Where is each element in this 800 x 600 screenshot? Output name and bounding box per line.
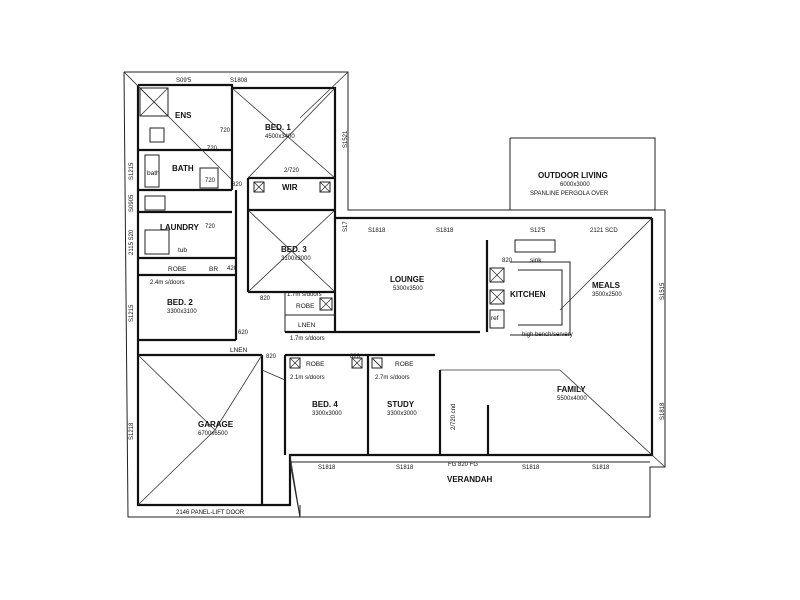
door-420: 420: [227, 266, 238, 272]
room-meals-size: 3500x2500: [592, 292, 622, 298]
door-820-b: 820: [260, 296, 271, 302]
room-study-size: 3300x3000: [387, 411, 417, 417]
note-study-robe: 2.7m s/doors: [375, 375, 410, 381]
door-820-d: 820: [350, 354, 361, 360]
note-bed4-robe: 2.1m s/doors: [290, 375, 325, 381]
outer-walls: [123, 71, 666, 518]
fixture-labels: ROBE BR 420 ROBE LNEN LNEN ROBE ROBE sin…: [147, 170, 573, 516]
room-bed2-size: 3300x3100: [167, 309, 197, 315]
window-front4: S1818: [592, 465, 610, 471]
door-720-c: 720: [205, 178, 216, 184]
room-lounge-name: LOUNGE: [390, 275, 425, 284]
window-lounge1: S1818: [368, 228, 386, 234]
room-bed3-name: BED. 3: [281, 245, 307, 254]
window-bed1-right: S1521: [343, 130, 349, 148]
window-left5: S1218: [129, 422, 135, 440]
room-bed4-name: BED. 4: [312, 400, 338, 409]
room-bed1-name: BED. 1: [265, 123, 291, 132]
room-laundry-name: LAUNDRY: [160, 223, 199, 232]
window-top1: S09'5: [176, 78, 192, 84]
fixtures: [139, 87, 505, 369]
room-ens-name: ENS: [175, 111, 192, 120]
note-garage-door: 2146 PANEL-LIFT DOOR: [176, 510, 245, 516]
window-left3: 2115 S20: [129, 229, 135, 255]
label-robe-bed4: ROBE: [306, 361, 325, 368]
room-verandah-name: VERANDAH: [447, 475, 493, 484]
door-820-c: 820: [266, 354, 277, 360]
room-outdoor-note: SPANLINE PERGOLA OVER: [530, 191, 609, 197]
internal-walls: [138, 88, 571, 505]
label-br: BR: [209, 266, 218, 273]
room-bath-name: BATH: [172, 164, 194, 173]
note-front-door: FG 820 FG: [448, 462, 478, 468]
room-bed4-size: 3300x3000: [312, 411, 342, 417]
window-left4: S1215: [129, 304, 135, 322]
label-lnen2: LNEN: [230, 347, 248, 354]
room-bed2-name: BED. 2: [167, 298, 193, 307]
room-laundry-door: 720: [205, 224, 216, 230]
window-meals-right: S1515: [660, 282, 666, 300]
window-sv: S17: [343, 221, 349, 232]
note-study-door: 2/720 cnd: [451, 404, 457, 430]
window-left2: S0905: [129, 194, 135, 212]
room-garage-name: GARAGE: [198, 420, 234, 429]
room-study-name: STUDY: [387, 400, 415, 409]
label-counter-note: high bench/servery: [522, 332, 573, 338]
label-bath-fixture: bath: [147, 170, 160, 177]
window-top2: S1808: [230, 78, 248, 84]
label-lnen: LNEN: [298, 322, 316, 329]
label-ref: ref: [491, 315, 499, 322]
room-lounge-size: 5300x3500: [393, 286, 423, 292]
room-wir-name: WIR: [282, 183, 298, 192]
room-outdoor-name: OUTDOOR LIVING: [538, 171, 608, 180]
room-garage-size: 6700x6500: [198, 431, 228, 437]
label-robe-study: ROBE: [395, 361, 414, 368]
verandah-outline: [289, 461, 650, 518]
window-family-right: S1818: [660, 402, 666, 420]
window-lounge2: S1818: [436, 228, 454, 234]
label-robe-bed2: ROBE: [168, 266, 187, 273]
door-labels: 820 820 820 820 820 620 720 720 720: [205, 128, 513, 360]
note-bed3-robe: 1.7m s/doors: [287, 292, 322, 298]
room-outdoor-size: 6000x3000: [560, 182, 590, 188]
window-front1: S1818: [318, 465, 336, 471]
room-bed3-size: 3100x3000: [281, 256, 311, 262]
room-meals-name: MEALS: [592, 281, 621, 290]
label-tub: tub: [178, 247, 187, 254]
door-820-e: 820: [502, 258, 513, 264]
label-robe-bed3: ROBE: [296, 303, 315, 310]
note-bed2-robe: 2.4m s/doors: [150, 280, 185, 286]
window-meals-top: 2121 SCD: [590, 228, 618, 234]
room-bed1-size: 4500x3400: [265, 134, 295, 140]
door-620: 620: [238, 330, 249, 336]
room-wir-door: 2/720: [284, 168, 300, 174]
window-kitchen: S12'5: [530, 228, 546, 234]
room-family-size: 5500x4000: [557, 396, 587, 402]
room-kitchen-name: KITCHEN: [510, 290, 546, 299]
window-front2: S1818: [396, 465, 414, 471]
window-labels: S09'5 S1808 S1521 S1215 S0905 2115 S20 S…: [129, 78, 666, 471]
roof-diagonals: [123, 71, 666, 518]
door-720-a: 720: [220, 128, 231, 134]
door-820-a: 820: [232, 182, 243, 188]
label-sink: sink: [530, 257, 542, 264]
note-lnen-robe: 1.7m s/doors: [290, 336, 325, 342]
door-720-b: 720: [207, 146, 218, 152]
window-front3: S1818: [522, 465, 540, 471]
room-family-name: FAMILY: [557, 385, 586, 394]
room-labels: BED. 1 4500x3400 ENS BATH WIR 2/720 LAUN…: [160, 111, 622, 484]
window-left1: S1215: [129, 162, 135, 180]
